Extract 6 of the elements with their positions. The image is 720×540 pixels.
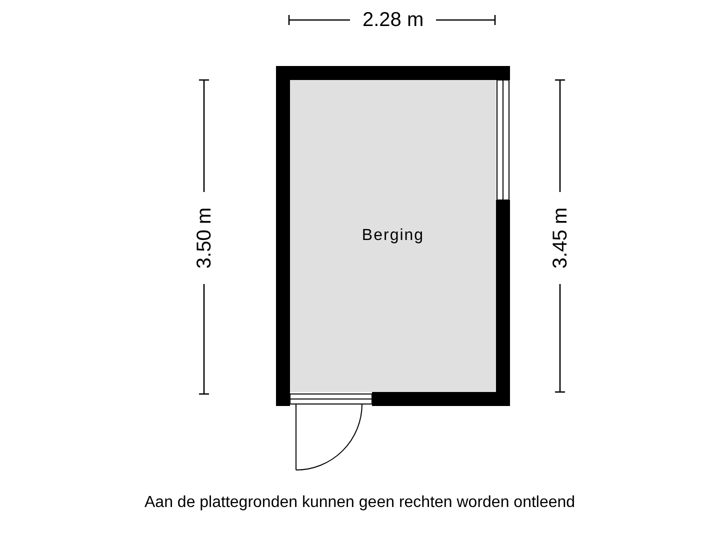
dimension-label: 2.28 m (362, 9, 424, 31)
dimension-label: 3.45 m (549, 207, 572, 269)
room-floor (290, 80, 496, 392)
room-name: Berging (360, 227, 426, 245)
disclaimer-note: Aan de plattegronden kunnen geen rechten worden ontleend (144, 493, 576, 513)
dimension-label: 3.50 m (193, 207, 216, 269)
